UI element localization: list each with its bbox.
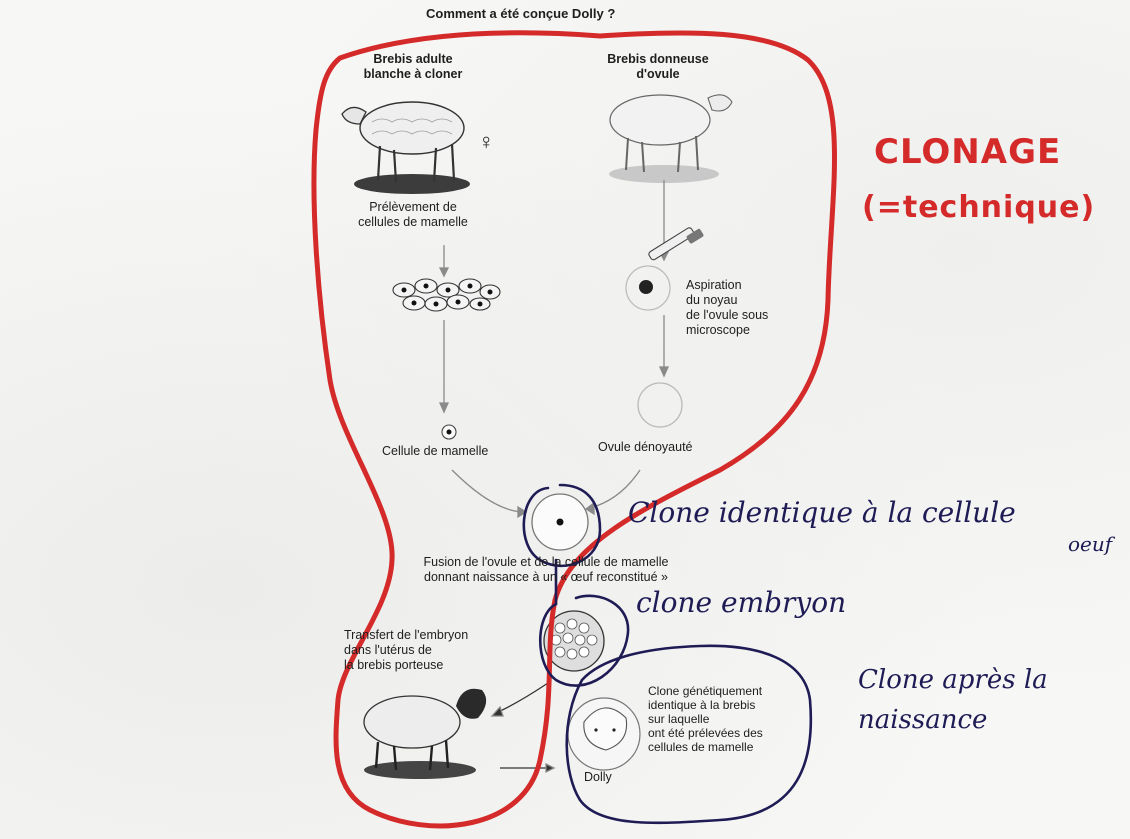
left-sheep-body	[360, 102, 464, 154]
annotation-clone-embryo: clone embryon	[636, 586, 846, 619]
flow-arrows	[440, 180, 668, 772]
right-sheep-body	[610, 95, 710, 145]
annotation-clone-cell: Clone identique à la cellule	[628, 496, 1128, 529]
annotation-clonage-subtitle: (=technique)	[862, 190, 1095, 225]
diagram-title: Comment a été conçue Dolly ?	[426, 6, 615, 21]
annotation-clonage-title: CLONAGE	[874, 132, 1061, 172]
left-step-sampling: Prélèvement de cellules de mamelle	[348, 200, 478, 230]
enucleated-ovum	[638, 383, 682, 427]
left-sheep-label: Brebis adulte blanche à cloner	[348, 52, 478, 82]
surrogate-sheep-head	[456, 689, 486, 719]
transfer-caption: Transfert de l'embryon dans l'utérus de …	[344, 628, 468, 673]
annotation-clone-birth: Clone après la naissance	[858, 660, 1048, 740]
dolly-label: Dolly	[584, 770, 612, 785]
annotation-clone-cell-suffix: oeuf	[1068, 532, 1112, 556]
surrogate-sheep-illustration	[364, 689, 486, 779]
right-sheep-label: Brebis donneuse d'ovule	[598, 52, 718, 82]
clone-description: Clone génétiquement identique à la brebi…	[648, 684, 763, 754]
left-sheep-illustration	[342, 102, 470, 194]
left-step-mammary-cell: Cellule de mamelle	[382, 444, 488, 459]
mammary-cells-cluster	[393, 279, 500, 311]
right-sheep-illustration	[609, 95, 732, 183]
female-symbol-icon: ♀	[478, 134, 495, 149]
right-step-enucleated: Ovule dénoyauté	[598, 440, 693, 455]
reconstituted-egg	[532, 494, 588, 550]
single-mammary-cell	[442, 425, 456, 439]
right-step-aspiration: Aspiration du noyau de l'ovule sous micr…	[686, 278, 768, 338]
dolly-lamb-illustration	[568, 698, 640, 770]
right-sheep-head	[708, 95, 732, 111]
left-sheep-ground	[354, 174, 470, 194]
fusion-caption: Fusion de l'ovule et de la cellule de ma…	[394, 555, 698, 585]
